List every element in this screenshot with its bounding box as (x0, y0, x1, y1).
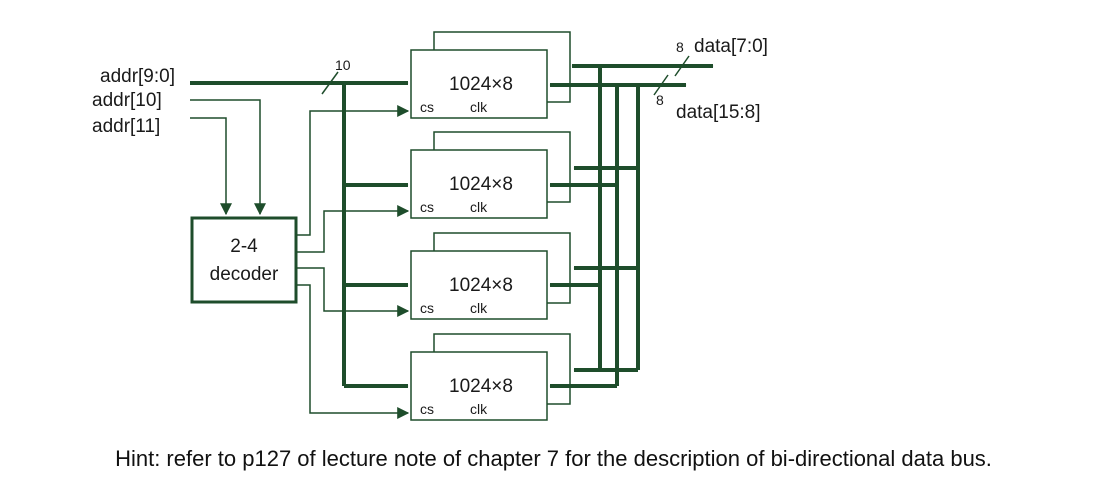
chip-2-box (410, 149, 548, 219)
cs-line-4 (296, 284, 410, 419)
chip-1-cs-pin: cs (420, 99, 434, 115)
addr-10-label: addr[10] (92, 90, 162, 111)
data-high-width-slash (653, 74, 669, 96)
data-high-label: data[15:8] (676, 102, 761, 123)
addr-10-wire (190, 99, 266, 216)
address-bus (190, 80, 409, 389)
chip-1-box (410, 49, 548, 119)
chip-4-back-frame (433, 333, 571, 405)
hint-text: Hint: refer to p127 of lecture note of c… (115, 446, 992, 471)
memory-chip-4: 1024×8 cs clk (410, 333, 571, 421)
chip-3-clk-pin: clk (470, 300, 488, 316)
chip-1-label: 1024×8 (449, 74, 513, 95)
cs-line-1 (296, 105, 410, 236)
chip-4-cs-pin: cs (420, 401, 434, 417)
chip-3-cs-pin: cs (420, 300, 434, 316)
memory-chip-3: 1024×8 cs clk (410, 232, 571, 320)
data-high-width-label: 8 (656, 92, 664, 108)
chip-select-lines (296, 105, 410, 419)
chip-3-box (410, 250, 548, 320)
decoder-label-top: 2-4 (230, 236, 258, 257)
data-low-label: data[7:0] (694, 36, 768, 57)
chip-4-clk-pin: clk (470, 401, 488, 417)
chip-2-clk-pin: clk (470, 199, 488, 215)
cs-line-3 (296, 267, 410, 317)
decoder: 2-4 decoder (190, 216, 298, 304)
addr-11-label: addr[11] (92, 116, 160, 137)
data-bus (549, 63, 714, 389)
decoder-box (190, 216, 298, 304)
chip-2-label: 1024×8 (449, 174, 513, 195)
cs-line-2 (296, 205, 410, 253)
chip-1-back-frame (433, 31, 571, 103)
chip-4-box (410, 351, 548, 421)
chip-1-clk-pin: clk (470, 99, 488, 115)
addr-bus-width-slash (321, 71, 339, 95)
decoder-inputs (190, 99, 266, 216)
data-low-width-label: 8 (676, 39, 684, 55)
addr-low-label: addr[9:0] (100, 66, 175, 87)
chip-3-back-frame (433, 232, 571, 304)
chip-4-label: 1024×8 (449, 376, 513, 397)
addr-11-wire (190, 117, 232, 216)
data-low-width-slash (674, 55, 690, 77)
decoder-label-bottom: decoder (210, 264, 279, 285)
addr-bus-width-label: 10 (335, 57, 351, 73)
chip-3-label: 1024×8 (449, 275, 513, 296)
chip-2-back-frame (433, 131, 571, 203)
memory-chip-2: 1024×8 cs clk (410, 131, 571, 219)
chip-2-cs-pin: cs (420, 199, 434, 215)
memory-chip-1: 1024×8 cs clk (410, 31, 571, 119)
